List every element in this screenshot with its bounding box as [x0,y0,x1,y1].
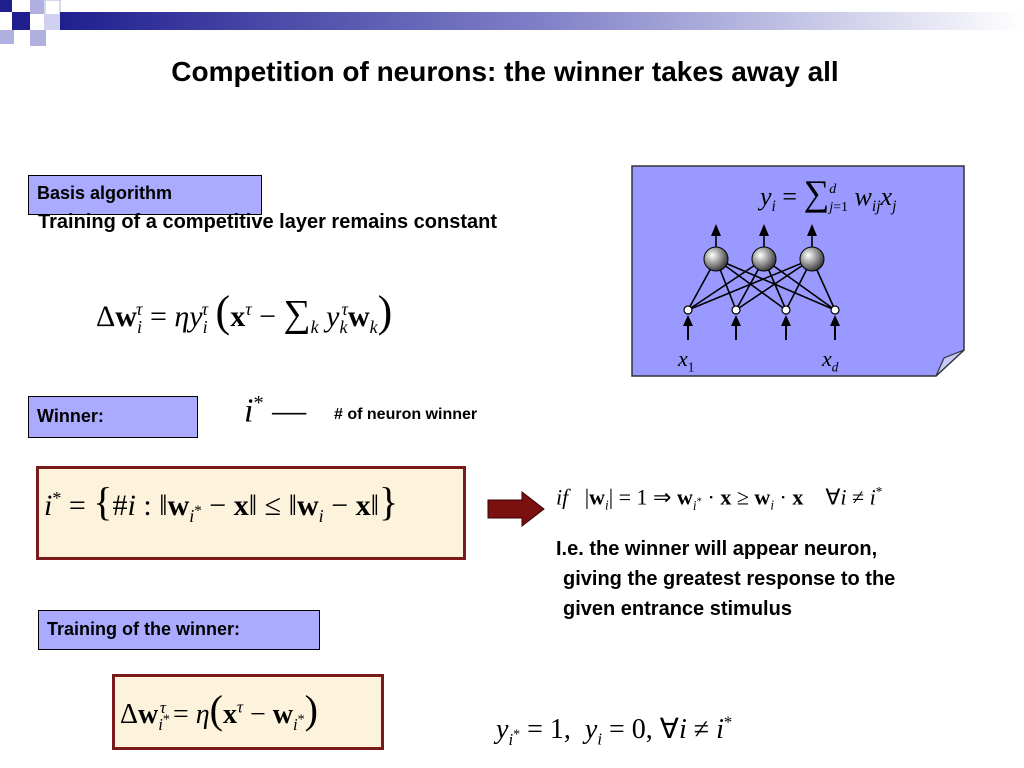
explanation-line-3: given entrance stimulus [563,598,792,620]
competitive-training-formula: Δwiτ = ηyiτ (xτ − ∑k ykτwk) [96,287,393,337]
header-gradient-bar [60,12,1024,30]
explanation-line-2: giving the greatest response to the [563,568,896,590]
winner-note: # of neuron winner [334,406,478,423]
explanation-line-1: I.e. the winner will appear neuron, [556,538,878,560]
right-arrow-icon [487,490,545,528]
winner-training-formula: Δwi*τ = η(xτ − wi*) [120,687,318,734]
winner-training-formula-box [112,674,384,750]
training-winner-label: Training of the winner: [38,610,320,650]
winner-symbol: i* — [244,392,307,430]
input-x1-label: x1 [678,346,695,375]
neural-network-diagram-icon [631,165,965,377]
training-description: Training of a competitive layer remains … [38,211,498,233]
winner-selection-formula: i* = {#i : ‖wi* − x‖ ≤ ‖wi − x‖} [44,479,399,526]
winner-label: Winner: [28,396,198,438]
input-xd-label: xd [822,346,839,375]
winner-condition-formula: if |wi| = 1 ⇒ wi* · x ≥ wi · x ∀i ≠ i* [556,484,883,513]
basis-algorithm-label: Basis algorithm [28,175,262,215]
header-squares-icon [0,0,61,46]
header-decoration [0,0,1024,46]
slide-title: Competition of neurons: the winner takes… [171,56,839,87]
output-assignment-formula: yi* = 1, yi = 0, ∀i ≠ i* [496,712,733,749]
winner-selection-formula-box [36,466,466,560]
